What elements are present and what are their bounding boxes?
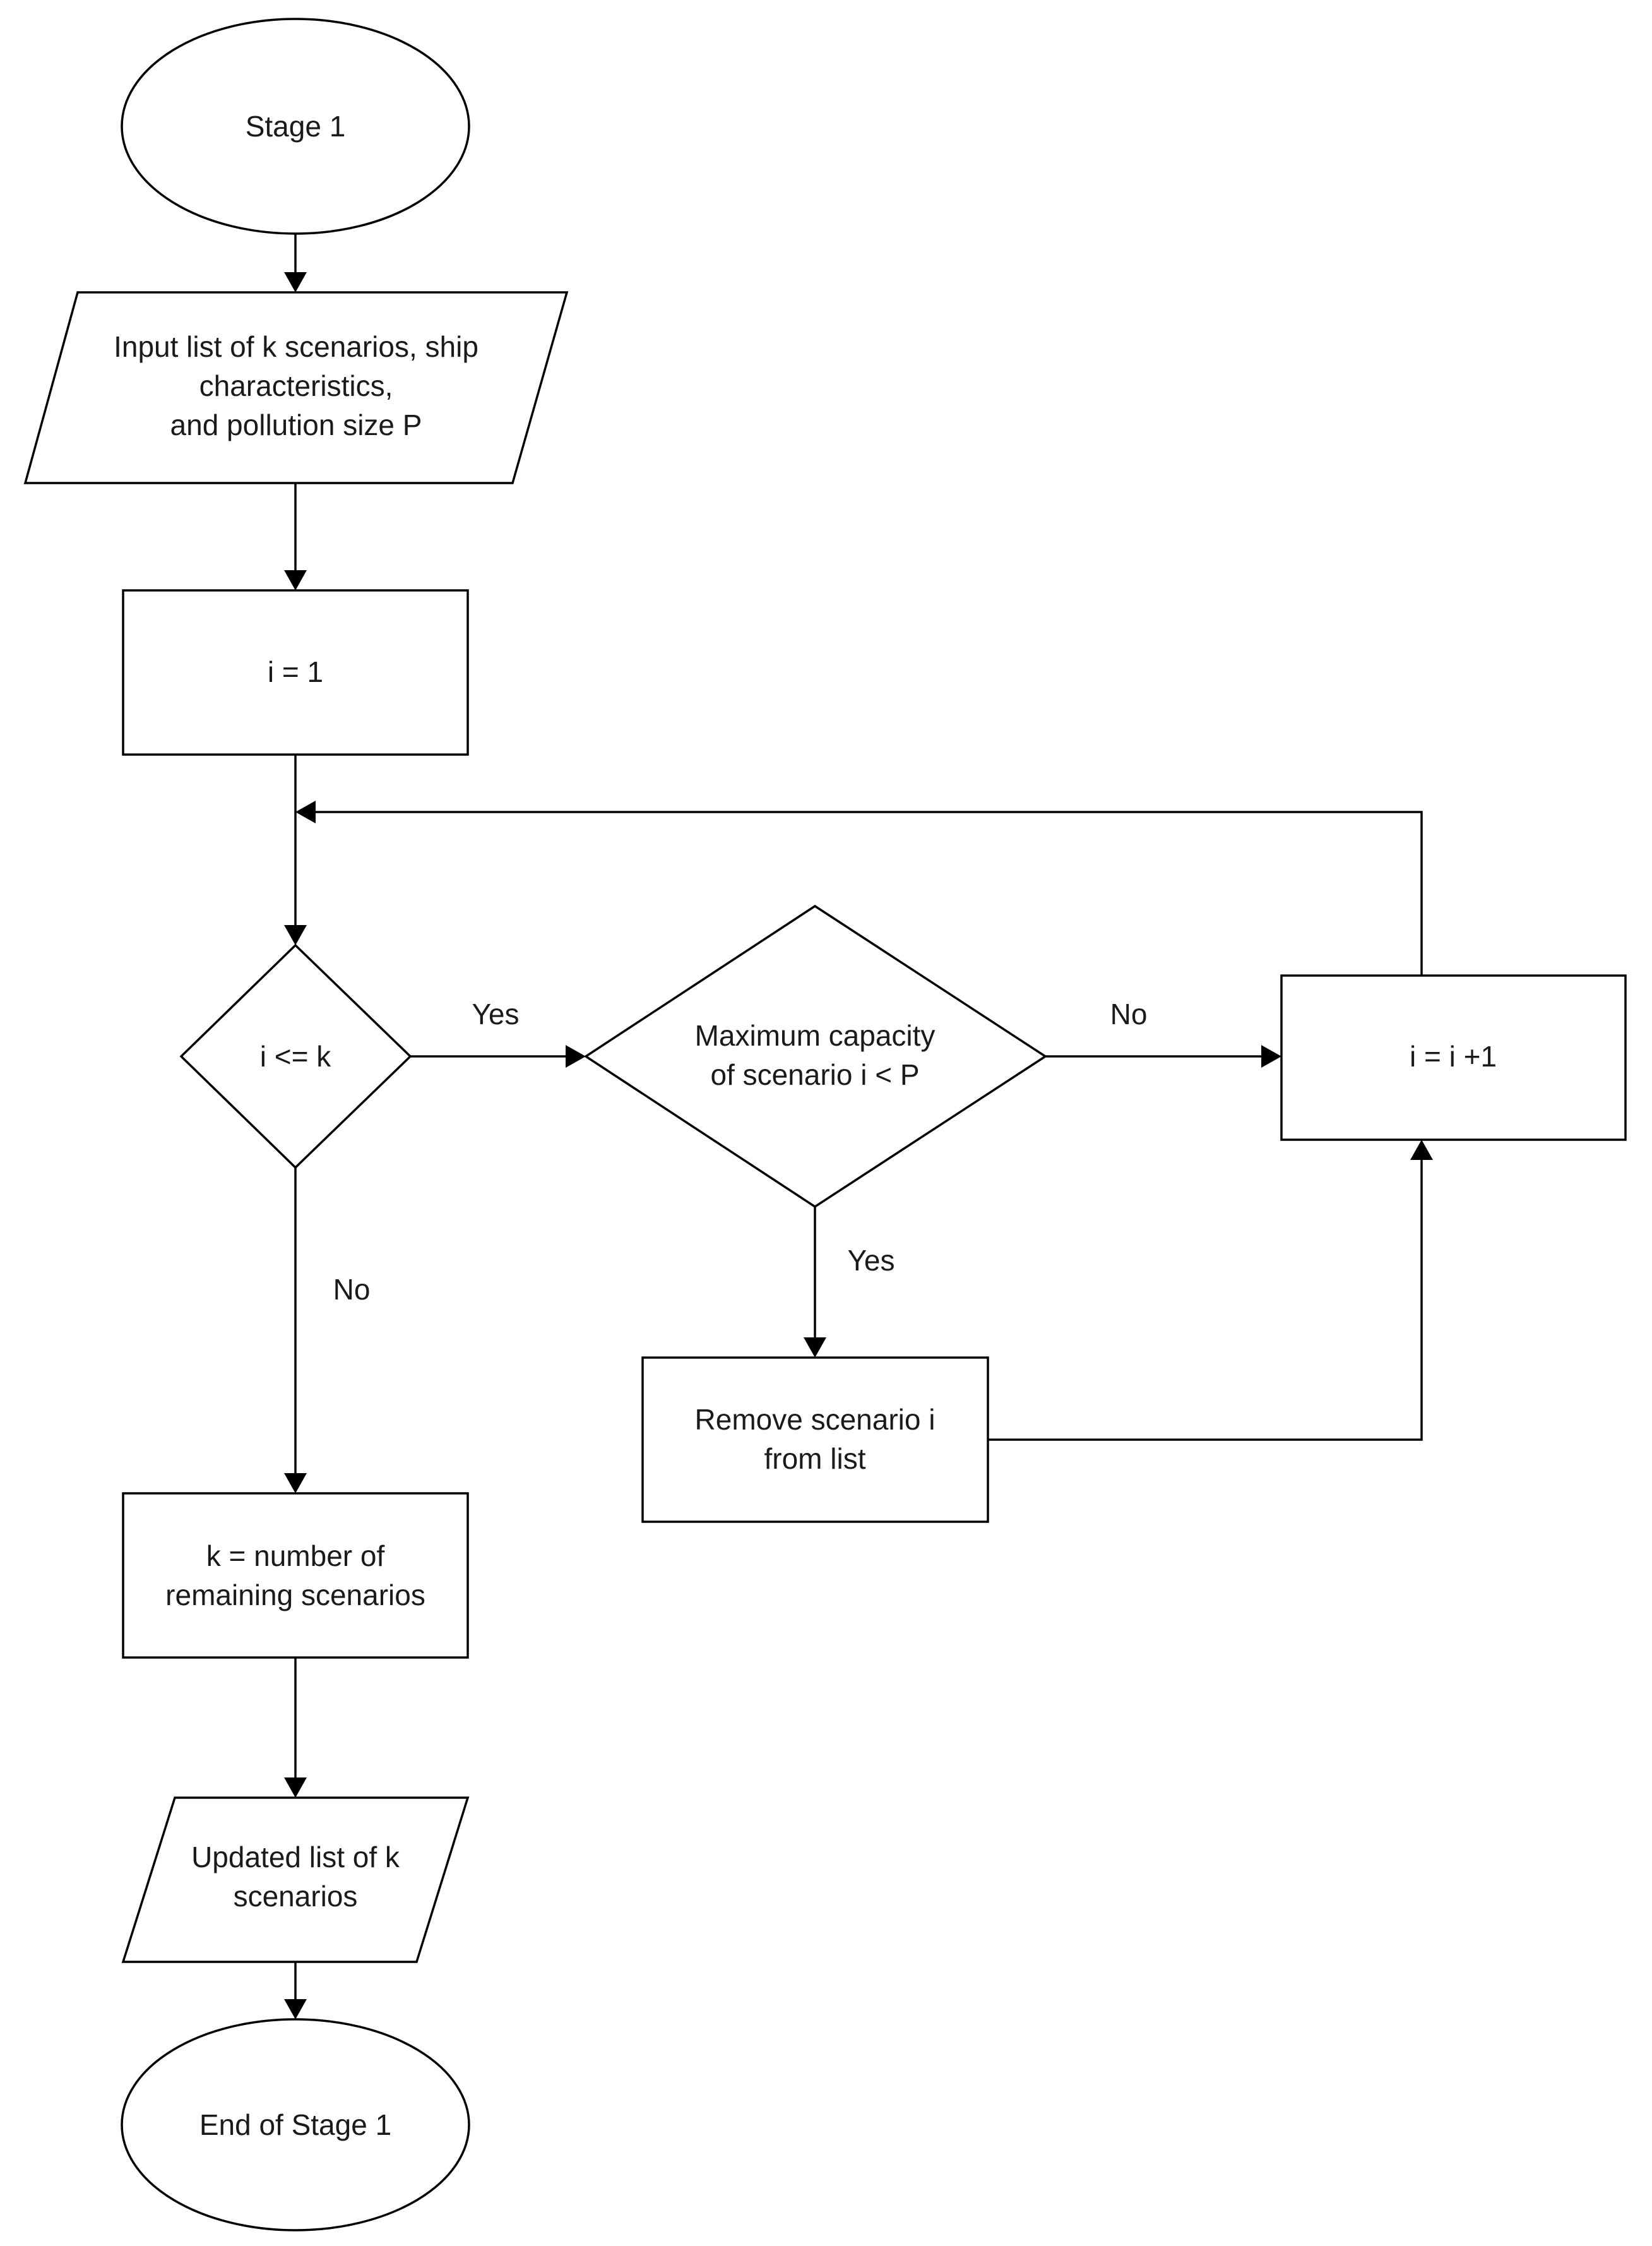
increment-node: i = i +1 bbox=[1280, 974, 1627, 1141]
arrowhead bbox=[284, 1777, 307, 1798]
output-node: Updated list of k scenarios bbox=[121, 1796, 470, 1963]
end-terminator bbox=[121, 2018, 470, 2231]
output-label-line-2: scenarios bbox=[234, 1880, 358, 1913]
capacity-check-label-line-1: Maximum capacity bbox=[695, 1019, 936, 1052]
increment-process bbox=[1280, 974, 1627, 1141]
start-label: Stage 1 bbox=[246, 110, 346, 143]
init-node: i = 1 bbox=[122, 589, 469, 756]
remove-label-line-2: from list bbox=[764, 1442, 866, 1475]
arrowhead bbox=[284, 1999, 307, 2019]
loop-check-node: i <= k bbox=[179, 943, 412, 1169]
end-label: End of Stage 1 bbox=[199, 2108, 391, 2141]
capacity-no-label: No bbox=[1110, 998, 1148, 1030]
edges bbox=[284, 234, 1433, 2019]
capacity-yes-label: Yes bbox=[847, 1244, 894, 1277]
count-node: k = number of remaining scenarios bbox=[122, 1492, 469, 1659]
input-label-line-3: and pollution size P bbox=[170, 409, 422, 441]
capacity-check-node: Maximum capacity of scenario i < P bbox=[583, 904, 1048, 1209]
start-terminator bbox=[121, 18, 470, 235]
loop-check-label: i <= k bbox=[260, 1040, 332, 1073]
arrowhead bbox=[284, 272, 307, 292]
increment-label: i = i +1 bbox=[1410, 1040, 1497, 1073]
init-process bbox=[122, 589, 469, 756]
count-label-line-1: k = number of bbox=[206, 1539, 385, 1572]
count-process bbox=[122, 1492, 469, 1659]
output-label-line-1: Updated list of k bbox=[191, 1841, 400, 1873]
input-parallelogram bbox=[23, 291, 569, 484]
loop-check-decision bbox=[179, 943, 412, 1169]
edge-remove-to-increment bbox=[988, 1159, 1423, 1441]
arrowhead bbox=[284, 925, 307, 945]
arrowhead bbox=[1410, 1140, 1433, 1160]
output-parallelogram bbox=[121, 1796, 470, 1963]
loop-yes-label: Yes bbox=[472, 998, 519, 1030]
loop-no-label: No bbox=[333, 1273, 371, 1306]
arrowhead bbox=[284, 570, 307, 590]
input-label-line-2: characteristics, bbox=[199, 369, 393, 402]
arrowhead bbox=[804, 1337, 826, 1358]
edge-increment-loop-back bbox=[314, 811, 1423, 976]
count-label-line-2: remaining scenarios bbox=[165, 1579, 425, 1611]
capacity-check-label-line-2: of scenario i < P bbox=[710, 1058, 919, 1091]
input-node: Input list of k scenarios, ship characte… bbox=[23, 291, 569, 484]
end-node: End of Stage 1 bbox=[121, 2018, 470, 2231]
input-label-line-1: Input list of k scenarios, ship bbox=[114, 330, 478, 363]
edge-labels: Yes No Yes No bbox=[333, 998, 1148, 1306]
arrowhead bbox=[284, 1473, 307, 1493]
remove-process bbox=[641, 1356, 989, 1523]
arrowhead bbox=[566, 1045, 586, 1068]
remove-node: Remove scenario i from list bbox=[641, 1356, 989, 1523]
arrowhead bbox=[295, 801, 316, 823]
capacity-check-decision bbox=[583, 904, 1048, 1209]
init-label: i = 1 bbox=[268, 655, 323, 688]
start-node: Stage 1 bbox=[121, 18, 470, 235]
arrowhead bbox=[1261, 1045, 1281, 1068]
remove-label-line-1: Remove scenario i bbox=[695, 1403, 936, 1436]
